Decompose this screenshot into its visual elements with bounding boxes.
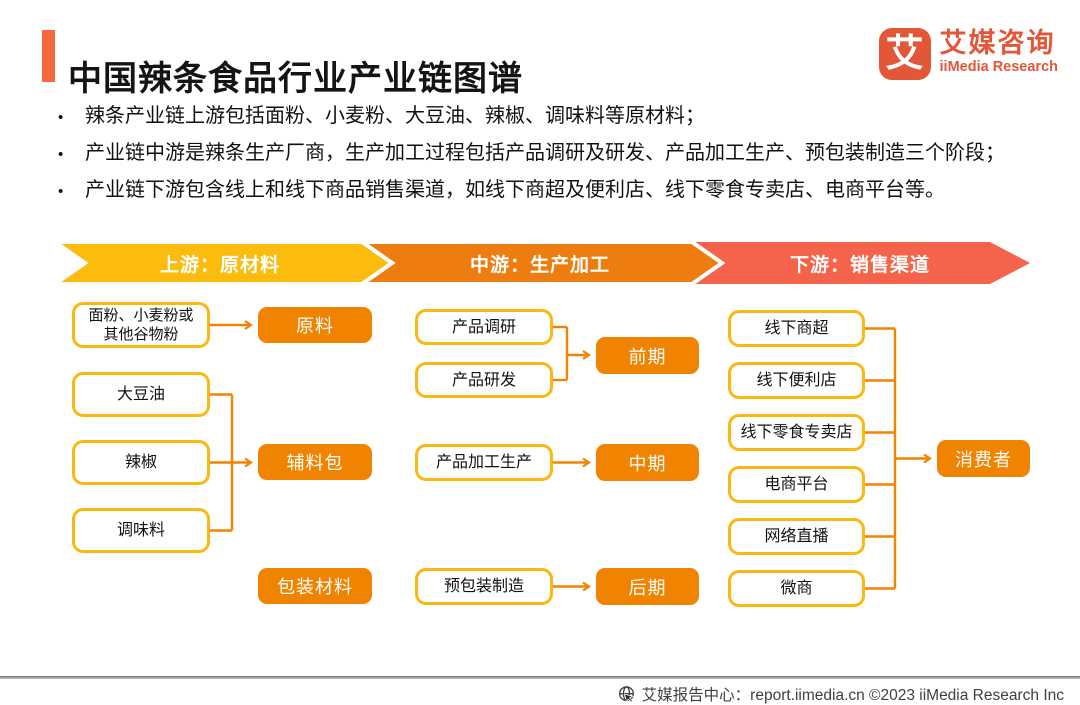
banner-midstream: 中游：生产加工 <box>469 254 610 276</box>
globe-cursor-icon <box>618 685 634 704</box>
logo-name-en: iiMedia Research <box>939 59 1058 75</box>
summary-bullets: • 辣条产业链上游包括面粉、小麦粉、大豆油、辣椒、调味料等原材料； • 产业链中… <box>58 105 1048 216</box>
banner-downstream: 下游：销售渠道 <box>789 254 930 276</box>
midstream-stage-early: 前期 <box>596 337 699 374</box>
bullet-downstream: • 产业链下游包含线上和线下商品销售渠道，如线下商超及便利店、线下零食专卖店、电… <box>58 179 1048 203</box>
bullet-midstream: • 产业链中游是辣条生产厂商，生产加工过程包括产品调研及研发、产品加工生产、预包… <box>58 142 1048 166</box>
bullet-midstream-text: 产业链中游是辣条生产厂商，生产加工过程包括产品调研及研发、产品加工生产、预包装制… <box>85 142 1005 164</box>
flour-line1: 面粉、小麦粉或 <box>88 307 194 324</box>
footer-text: 艾媒报告中心：report.iimedia.cn ©2023 iiMedia R… <box>641 687 1064 704</box>
logo-name-cn: 艾媒咨询 <box>939 28 1056 58</box>
midstream-source-product-development: 产品研发 <box>415 362 553 398</box>
bullet-dot: • <box>58 183 64 200</box>
upstream-output-raw-material: 原料 <box>258 307 372 343</box>
upstream-source-seasoning: 调味料 <box>72 508 210 553</box>
upstream-source-chili: 辣椒 <box>72 440 210 485</box>
downstream-channel-convenience-store: 线下便利店 <box>728 362 865 399</box>
bullet-upstream: • 辣条产业链上游包括面粉、小麦粉、大豆油、辣椒、调味料等原材料； <box>58 105 1048 129</box>
banner-upstream: 上游：原材料 <box>159 254 280 276</box>
upstream-source-flour: 面粉、小麦粉或 其他谷物粉 <box>72 302 210 348</box>
downstream-channel-snack-store: 线下零食专卖店 <box>728 414 865 451</box>
midstream-stage-middle: 中期 <box>596 444 699 481</box>
downstream-consumer: 消费者 <box>937 440 1030 477</box>
stage-banner-arrows <box>51 242 1030 284</box>
bullet-dot: • <box>58 146 64 163</box>
midstream-source-product-research: 产品调研 <box>415 309 553 345</box>
midstream-source-processing-production: 产品加工生产 <box>415 444 553 481</box>
iimedia-logo: 艾 艾媒咨询 iiMedia Research <box>878 28 1058 80</box>
flour-line2: 其他谷物粉 <box>103 326 179 343</box>
bullet-upstream-text: 辣条产业链上游包括面粉、小麦粉、大豆油、辣椒、调味料等原材料； <box>85 105 705 127</box>
logo-text: 艾媒咨询 iiMedia Research <box>940 28 1058 76</box>
midstream-stage-late: 后期 <box>596 568 699 605</box>
midstream-source-prepackaging: 预包装制造 <box>415 568 553 605</box>
upstream-output-packaging-material: 包装材料 <box>258 568 372 604</box>
footer-divider <box>0 676 1080 679</box>
bullet-downstream-text: 产业链下游包含线上和线下商品销售渠道，如线下商超及便利店、线下零食专卖店、电商平… <box>85 179 945 201</box>
downstream-channel-offline-supermarket: 线下商超 <box>728 310 865 347</box>
downstream-channel-ecommerce: 电商平台 <box>728 466 865 503</box>
upstream-source-soybean-oil: 大豆油 <box>72 372 210 417</box>
bullet-dot: • <box>58 109 64 126</box>
iimedia-logo-icon: 艾 <box>878 28 931 80</box>
page-title: 中国辣条食品行业产业链图谱 <box>68 59 523 98</box>
title-accent-bar <box>42 30 55 82</box>
downstream-channel-livestream: 网络直播 <box>728 518 865 555</box>
footer: 艾媒报告中心：report.iimedia.cn ©2023 iiMedia R… <box>617 683 1064 705</box>
downstream-channel-wechat-business: 微商 <box>728 570 865 607</box>
upstream-output-auxiliary-pack: 辅料包 <box>258 444 372 480</box>
